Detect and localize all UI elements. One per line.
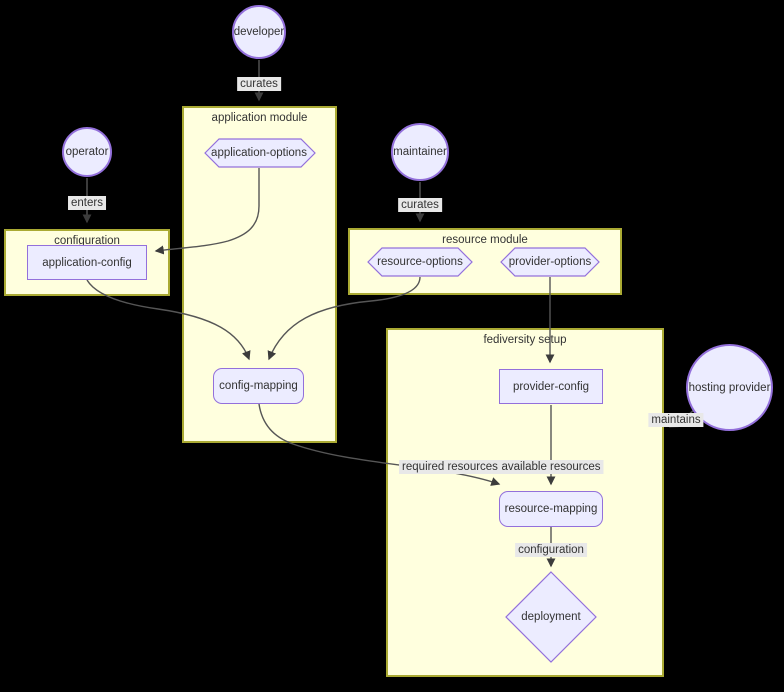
node-config-mapping: config-mapping (213, 368, 304, 404)
node-provider-options-shape (500, 247, 600, 277)
node-application-options-shape (204, 138, 316, 168)
node-provider-options-label: provider-options (508, 256, 592, 268)
edge-label-operator-enters: enters (68, 196, 106, 210)
edge-label-required-resources: required resources (399, 460, 501, 474)
node-deployment-shape (505, 571, 597, 663)
node-application-options-label: application-options (211, 147, 307, 159)
edge-application-config-config-mapping (86, 279, 251, 361)
cluster-resource-module-title: resource module (442, 234, 528, 246)
actor-maintainer: maintainer (391, 123, 449, 181)
node-application-config: application-config (27, 245, 147, 280)
edge-label-hosting-maintains: maintains (648, 413, 704, 427)
edge-label-developer-curates: curates (237, 77, 281, 91)
actor-operator: operator (62, 127, 112, 177)
cluster-fediversity-setup-title: fediversity setup (483, 334, 567, 346)
node-deployment-label: deployment (521, 611, 581, 623)
edge-application-options-application-config (154, 168, 260, 255)
node-resource-options-label: resource-options (377, 256, 463, 268)
actor-developer: developer (232, 5, 286, 59)
node-resource-options-shape (367, 247, 473, 277)
edge-label-deploy-configuration: configuration (515, 543, 587, 557)
node-provider-config: provider-config (499, 369, 603, 404)
edge-resource-options-config-mapping (267, 276, 421, 361)
edge-label-maintainer-curates: curates (398, 198, 442, 212)
node-resource-mapping: resource-mapping (499, 491, 603, 527)
cluster-configuration-title: configuration (54, 235, 120, 247)
cluster-application-module-title: application module (211, 112, 308, 124)
edge-label-available-resources: available resources (498, 460, 604, 474)
